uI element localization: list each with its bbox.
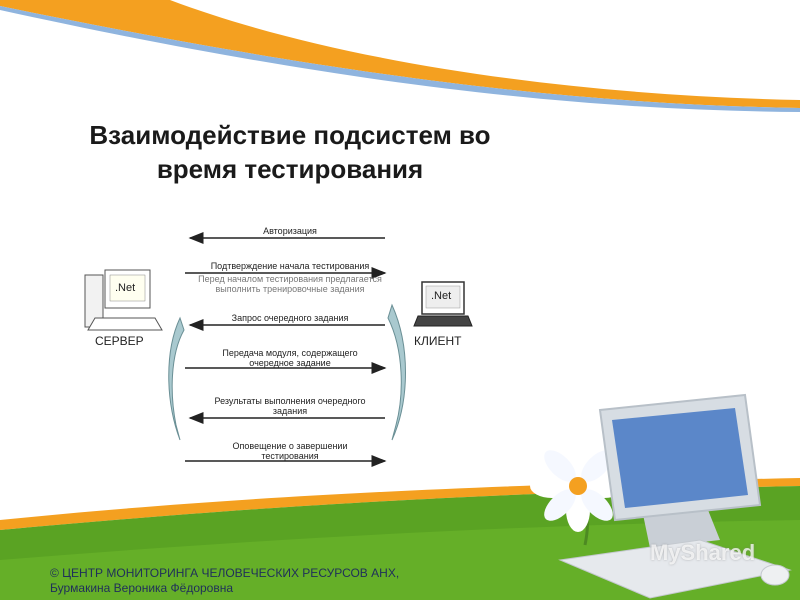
client-caption: КЛИЕНТ: [414, 334, 462, 348]
title-line-2: время тестирования: [156, 154, 424, 184]
msg-results-1: Результаты выполнения очередного: [214, 396, 366, 406]
myshared-watermark: MyShared: [650, 540, 756, 565]
grass-highlight: [0, 520, 800, 600]
client-curved-arrow: [387, 303, 406, 441]
msg-note-1: Перед началом тестирования предлагается: [198, 274, 382, 284]
client-laptop: [413, 281, 473, 327]
footer-credits: © ЦЕНТР МОНИТОРИНГА ЧЕЛОВЕЧЕСКИХ РЕСУРСО…: [50, 566, 399, 596]
server-curved-arrow: [168, 316, 185, 441]
msg-authorization: Авторизация: [263, 226, 317, 236]
decorative-computer: [558, 393, 792, 599]
msg-finish-2: тестирования: [261, 451, 319, 461]
server-net-label: .Net: [115, 282, 136, 294]
footer-line-2: Бурмакина Вероника Фёдоровна: [50, 581, 234, 595]
title-line-1: Взаимодействие подсистем во: [89, 120, 491, 150]
msg-note-2: выполнить тренировочные задания: [215, 284, 365, 294]
msg-finish-1: Оповещение о завершении: [232, 441, 348, 451]
msg-confirm-start: Подтверждение начала тестирования: [210, 261, 370, 271]
msg-results-2: задания: [272, 406, 308, 416]
client-net-label: .Net: [431, 290, 452, 302]
msg-send-module-1: Передача модуля, содержащего: [222, 348, 358, 358]
slide-title: Взаимодействие подсистем во время тестир…: [40, 118, 540, 186]
msg-request-task: Запрос очередного задания: [231, 313, 349, 323]
top-orange-swoosh: [0, 0, 800, 108]
server-caption: СЕРВЕР: [95, 334, 144, 348]
msg-send-module-2: очередное задание: [249, 358, 331, 368]
server-computer: [84, 269, 163, 331]
footer-line-1: © ЦЕНТР МОНИТОРИНГА ЧЕЛОВЕЧЕСКИХ РЕСУРСО…: [50, 566, 400, 580]
